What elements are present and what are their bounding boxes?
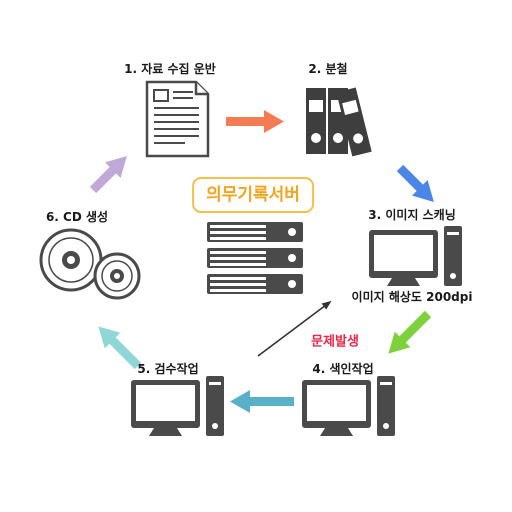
indexing-computer-icon (302, 376, 395, 436)
arrow-collect-to-binding (226, 110, 284, 133)
binders-icon (306, 87, 372, 157)
server-icon (207, 222, 303, 294)
problem-arrow (257, 300, 332, 357)
step-5-label: 5. 검수작업 (137, 362, 199, 376)
document-icon (145, 80, 210, 158)
scan-resolution-note: 이미지 해상도 200dpi (351, 290, 473, 304)
scanning-computer-icon (369, 226, 462, 286)
arrow-inspection-to-cd (98, 326, 142, 370)
arrow-cd-to-collect (89, 156, 127, 194)
cd-icon (39, 228, 141, 300)
arrow-scanning-to-indexing (388, 310, 432, 354)
step-6-label: 6. CD 생성 (45, 210, 109, 224)
step-1-label: 1. 자료 수집 운반 (124, 62, 216, 76)
medical-record-server-title: 의무기록서버 (192, 177, 314, 213)
problem-label: 문제발생 (311, 334, 359, 350)
step-4-label: 4. 색인작업 (312, 362, 374, 376)
arrow-binding-to-scanning (396, 164, 434, 202)
step-2-label: 2. 분철 (308, 62, 348, 76)
inspection-computer-icon (131, 376, 224, 436)
arrow-indexing-to-inspection (230, 390, 294, 413)
step-3-label: 3. 이미지 스캐닝 (368, 208, 456, 222)
